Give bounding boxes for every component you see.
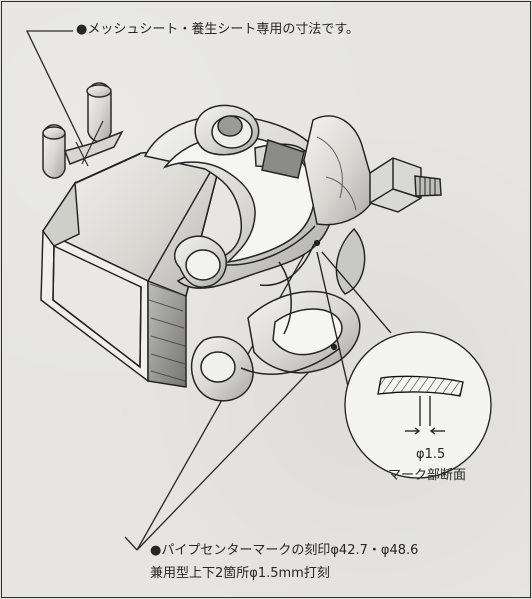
mark-section-title: マーク部断面 (388, 468, 467, 483)
clamp-rings-and-hinges (143, 104, 361, 402)
pipe-center-mark-caption-line-2: 兼用型上下2箇所φ1.5mm打刻 (150, 566, 330, 581)
mark-detail-callout (316, 251, 492, 479)
upper-pipe-center-mark (313, 239, 321, 247)
pipe-center-mark-caption-line-1: ●パイプセンターマークの刻印φ42.7・φ48.6 (150, 543, 419, 558)
mesh-hooks (42, 82, 124, 179)
rectangular-clamp-body (40, 147, 225, 388)
shadow-and-line-accents (148, 136, 357, 382)
mark-diameter-label: φ1.5 (416, 447, 446, 462)
pipe-center-marks (313, 239, 338, 351)
caption-leader-tail (124, 536, 138, 551)
mesh-sheet-dimension-note: ●メッシュシート・養生シート専用の寸法です。 (76, 22, 360, 37)
lower-mark-leader-line (136, 346, 334, 551)
lower-pipe-center-mark (330, 343, 338, 351)
bolt-assembly (303, 115, 442, 295)
top-leader-line (25, 30, 88, 156)
